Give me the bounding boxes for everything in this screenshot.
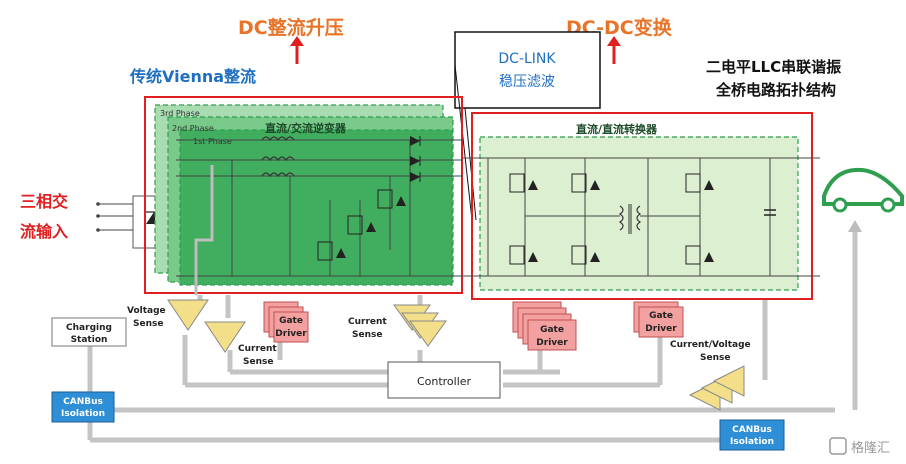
dclink-box: DC-LINK 稳压滤波 — [454, 31, 601, 109]
phase-2-label: 2nd Phase — [172, 124, 214, 133]
canbus-right-line1: CANBus — [732, 425, 772, 435]
gate-driver-middle-line1: Gate — [540, 325, 564, 335]
dcdc-frame — [471, 112, 813, 300]
capacitor-icon — [764, 209, 776, 216]
up-arrow-icon — [607, 36, 621, 64]
current-sense-2-line2: Sense — [352, 330, 382, 340]
header-dc-rectifier: DC整流升压 — [238, 16, 344, 39]
canbus-left-line2: Isolation — [61, 409, 105, 419]
current-sense-1-line2: Sense — [243, 357, 273, 367]
transistor-icon — [317, 189, 406, 261]
charging-station-line2: Station — [71, 335, 108, 345]
voltage-sense-line1: Voltage — [127, 306, 166, 316]
up-arrow-icon — [290, 36, 304, 64]
header-vienna: 传统Vienna整流 — [129, 67, 256, 86]
inverter-label: 直流/交流逆变器 — [265, 121, 347, 135]
charging-station-block: Charging Station — [51, 317, 127, 347]
controller-label: Controller — [417, 375, 472, 388]
vienna-frame — [144, 96, 463, 294]
voltage-sense-line2: Sense — [133, 319, 163, 329]
gate-driver-left-line1: Gate — [279, 316, 303, 326]
gate-driver-middle: Gate Driver — [512, 301, 577, 351]
canbus-isolation-left: CANBus Isolation — [51, 391, 115, 423]
watermark-logo: 格隆汇 — [829, 437, 890, 456]
dclink-line2: 稳压滤波 — [499, 74, 555, 90]
current-sense-amplifier-2 — [393, 304, 447, 347]
dclink-pointer-left — [454, 64, 473, 221]
signal-bus — [87, 220, 862, 443]
current-sense-2-line1: Current — [348, 317, 387, 327]
input-label-line1: 三相交 — [20, 192, 68, 211]
gate-driver-right: Gate Driver — [633, 301, 684, 338]
cv-sense-line1: Current/Voltage — [670, 340, 751, 350]
current-sense-amplifier — [204, 321, 246, 353]
voltage-sense-amplifier — [167, 299, 209, 331]
phase-1-label: 1st Phase — [193, 137, 232, 146]
charging-station-line1: Charging — [66, 323, 112, 333]
phase-3-label: 3rd Phase — [160, 109, 200, 118]
gate-driver-left: Gate Driver — [263, 301, 309, 343]
dclink-line1: DC-LINK — [498, 51, 556, 67]
header-llc-line1: 二电平LLC串联谐振 — [706, 58, 841, 76]
gate-driver-middle-line2: Driver — [536, 338, 568, 348]
gate-driver-right-line2: Driver — [645, 324, 677, 334]
input-label-line2: 流输入 — [20, 222, 68, 241]
converter-label: 直流/直流转换器 — [576, 122, 658, 136]
diode-icon — [410, 136, 421, 182]
dclink-pointer-right — [464, 107, 477, 221]
transformer-icon — [618, 204, 642, 234]
phase-plane-1 — [179, 129, 453, 286]
gate-driver-right-line1: Gate — [649, 311, 673, 321]
watermark-text: 格隆汇 — [851, 440, 890, 456]
controller-block: Controller — [387, 361, 501, 399]
canbus-isolation-right: CANBus Isolation — [719, 419, 785, 451]
dcdc-wiring — [463, 157, 820, 277]
gate-driver-left-line2: Driver — [275, 329, 307, 339]
current-voltage-sense-amplifier — [688, 365, 745, 411]
inductor-icon — [261, 136, 295, 178]
canbus-left-line1: CANBus — [63, 397, 103, 407]
transistor-icon — [509, 173, 714, 265]
header-llc-line2: 全桥电路拓扑结构 — [715, 81, 836, 99]
electric-car-icon — [822, 167, 904, 213]
cv-sense-line2: Sense — [700, 353, 730, 363]
sense-probe-line — [194, 165, 214, 295]
canbus-right-line2: Isolation — [730, 437, 774, 447]
input-terminals — [96, 202, 133, 232]
current-sense-1-line1: Current — [238, 344, 277, 354]
